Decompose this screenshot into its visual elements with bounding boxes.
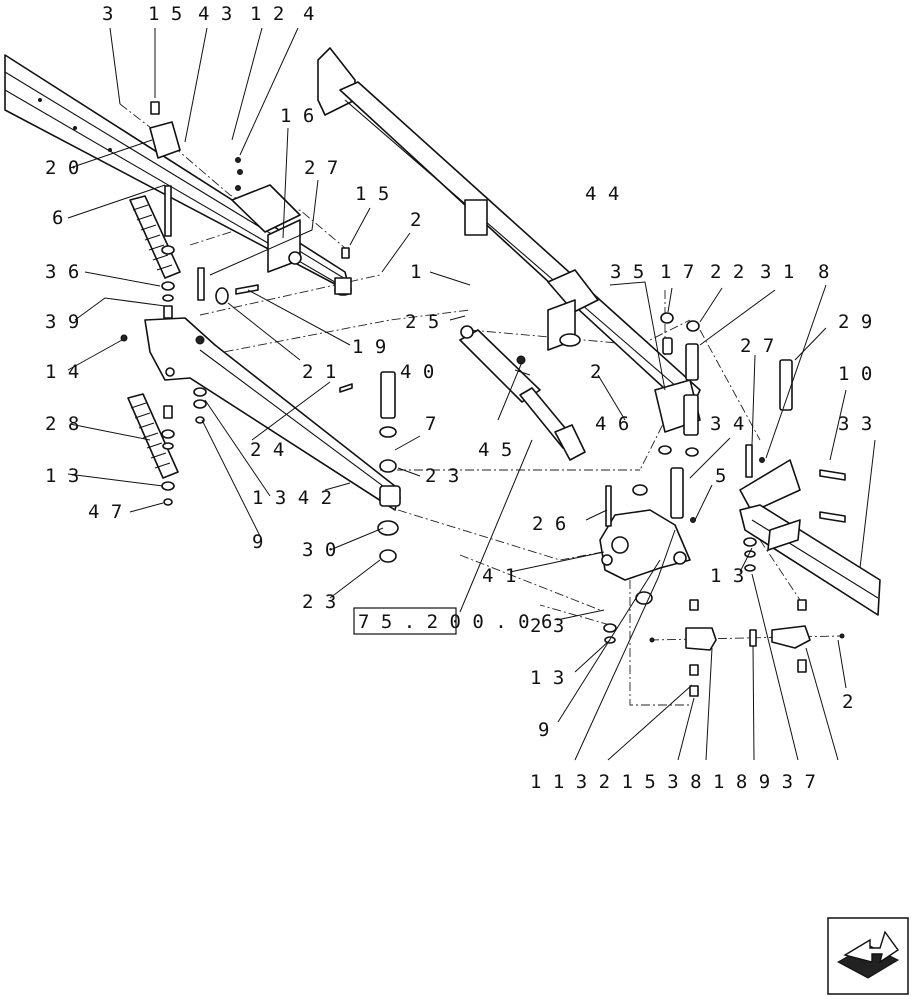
callout-6: 6 bbox=[52, 207, 63, 229]
callout-25: 2 5 bbox=[405, 311, 439, 333]
right-pivot-bracket bbox=[599, 467, 696, 644]
callout-15: 1 5 bbox=[148, 3, 182, 25]
callout-35: 3 5 bbox=[610, 261, 644, 283]
callout-19: 1 9 bbox=[352, 336, 386, 358]
callout-43: 4 3 bbox=[198, 3, 232, 25]
callout-13c: 1 3 bbox=[530, 667, 564, 689]
callout-14: 1 4 bbox=[45, 361, 79, 383]
right-hardware bbox=[658, 312, 700, 457]
callout-30: 3 0 bbox=[302, 539, 336, 561]
leader-lines bbox=[67, 27, 876, 761]
callout-10: 1 0 bbox=[838, 363, 872, 385]
callout-13b: 1 3 bbox=[710, 565, 744, 587]
callout-40: 4 0 bbox=[400, 361, 434, 383]
main-frame-beam bbox=[317, 47, 701, 436]
callout-36: 3 6 bbox=[45, 261, 79, 283]
callout-9b: 9 bbox=[538, 719, 549, 741]
callout-23c: 2 3 bbox=[530, 615, 564, 637]
callout-15b: 1 5 bbox=[355, 183, 389, 205]
left-pivot-bracket bbox=[149, 121, 352, 296]
callout-21: 2 1 bbox=[302, 361, 336, 383]
callout-8: 8 bbox=[818, 261, 829, 283]
callout-bottom-row: 1 1 3 2 1 5 3 8 1 8 9 3 7 bbox=[530, 771, 816, 793]
callout-31: 3 1 bbox=[760, 261, 794, 283]
bottom-pins bbox=[649, 599, 845, 697]
callout-16: 1 6 bbox=[280, 105, 314, 127]
callout-20: 2 0 bbox=[45, 157, 79, 179]
callout-2b: 2 bbox=[590, 361, 601, 383]
spring-upper bbox=[129, 195, 181, 279]
callout-2c: 2 bbox=[842, 691, 853, 713]
callout-24: 2 4 bbox=[250, 439, 284, 461]
callout-27: 2 7 bbox=[304, 157, 338, 179]
spring-lower bbox=[127, 393, 179, 479]
right-wing-beam bbox=[739, 359, 881, 616]
callout-5: 5 bbox=[715, 465, 726, 487]
left-lower-arm bbox=[144, 317, 401, 511]
callout-12: 1 2 bbox=[250, 3, 284, 25]
callout-44: 4 4 bbox=[585, 183, 619, 205]
callout-1: 1 bbox=[410, 261, 421, 283]
callout-9: 9 bbox=[252, 531, 263, 553]
callout-7: 7 bbox=[425, 413, 436, 435]
callout-47: 4 7 bbox=[88, 501, 122, 523]
callout-22: 2 2 bbox=[710, 261, 744, 283]
callout-26: 2 6 bbox=[532, 513, 566, 535]
next-page-arrow-icon[interactable] bbox=[827, 917, 909, 995]
callout-34: 3 4 bbox=[710, 413, 744, 435]
callout-labels: 3 1 5 4 3 1 2 4 1 6 2 0 2 7 6 1 5 2 1 3 … bbox=[45, 3, 872, 793]
reference-box-text[interactable]: 7 5 . 2 0 0 . 0 6 bbox=[358, 611, 552, 633]
left-hardware bbox=[120, 101, 399, 563]
callout-45: 4 5 bbox=[478, 439, 512, 461]
callout-39: 3 9 bbox=[45, 311, 79, 333]
hydraulic-cylinder bbox=[459, 325, 586, 461]
callout-2: 2 bbox=[410, 209, 421, 231]
callout-46: 4 6 bbox=[595, 413, 629, 435]
callout-23b: 2 3 bbox=[302, 591, 336, 613]
callout-41: 4 1 bbox=[482, 565, 516, 587]
callout-28: 2 8 bbox=[45, 413, 79, 435]
callout-13: 1 3 bbox=[45, 465, 79, 487]
callout-33: 3 3 bbox=[838, 413, 872, 435]
reference-link[interactable]: 7 5 . 2 0 0 . 0 6 bbox=[353, 607, 552, 635]
callout-27b: 2 7 bbox=[740, 335, 774, 357]
callout-29: 2 9 bbox=[838, 311, 872, 333]
callout-4: 4 bbox=[303, 3, 314, 25]
callout-17: 1 7 bbox=[660, 261, 694, 283]
callout-13-42: 1 3 4 2 bbox=[252, 487, 332, 509]
callout-23: 2 3 bbox=[425, 465, 459, 487]
callout-3: 3 bbox=[102, 3, 113, 25]
